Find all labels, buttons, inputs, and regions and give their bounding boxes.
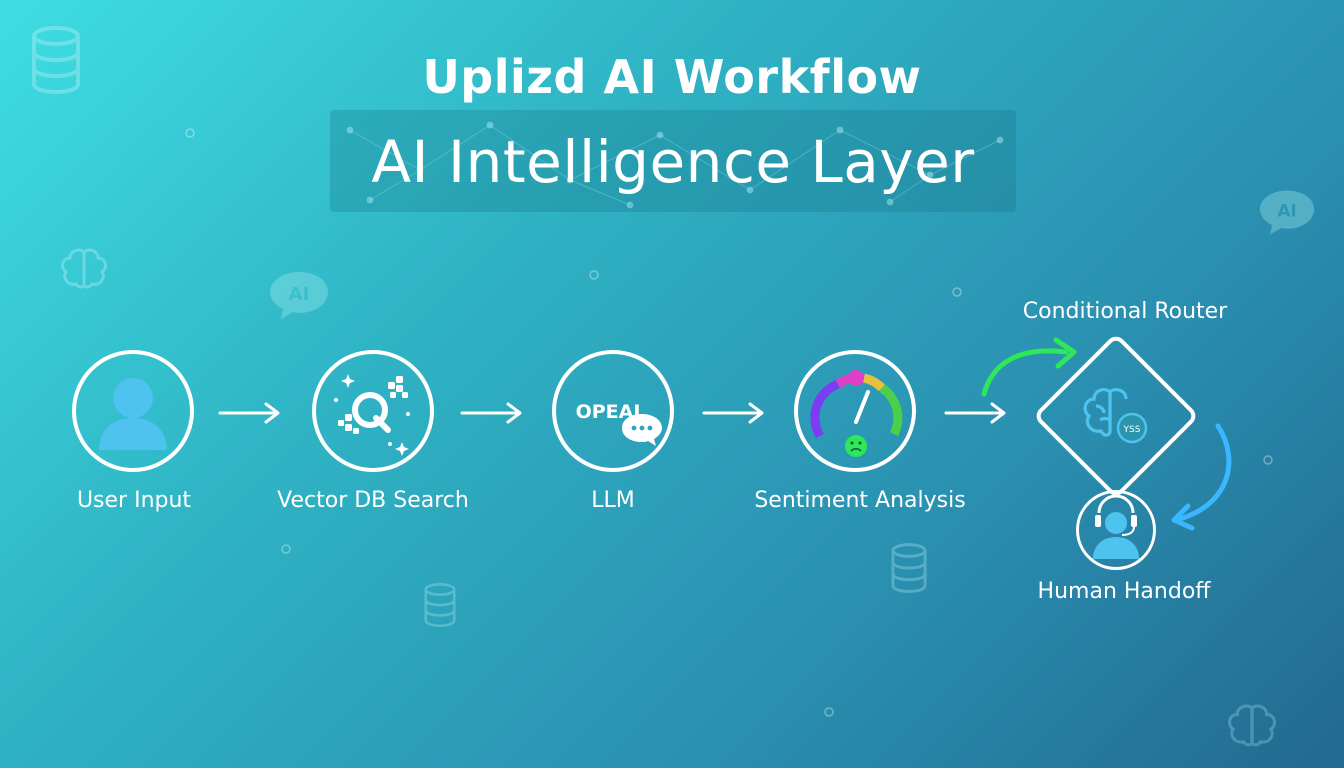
page-title: Uplizd AI Workflow: [422, 50, 922, 104]
flow-arrow: [460, 401, 526, 425]
brain-icon: [1224, 704, 1280, 752]
ai-chat-badge-icon: AI: [268, 270, 330, 324]
support-agent-icon: [1093, 494, 1139, 559]
user-icon: [99, 378, 167, 450]
vector-db-search-label: Vector DB Search: [277, 488, 469, 513]
conditional-router-label: Conditional Router: [1022, 299, 1228, 324]
green-route-arrow: [981, 337, 1077, 397]
subtitle-banner: AI Intelligence Layer: [330, 110, 1016, 212]
openai-chat-icon: OPEAI: [576, 401, 662, 446]
flow-arrow: [702, 401, 768, 425]
user-input-label: User Input: [76, 488, 192, 513]
llm-node[interactable]: OPEAI: [552, 350, 674, 472]
vector-db-search-node[interactable]: [312, 350, 434, 472]
network-pattern: [346, 121, 1004, 209]
human-handoff-node[interactable]: [1076, 490, 1156, 570]
router-icon-text: YSS: [1123, 425, 1141, 435]
database-icon: [30, 26, 82, 98]
human-handoff-label: Human Handoff: [1037, 579, 1211, 604]
ai-badge-text: AI: [1277, 201, 1296, 221]
database-icon: [423, 583, 457, 631]
blue-route-arrow: [1171, 423, 1232, 531]
search-q-icon: [334, 374, 410, 456]
page-subtitle: AI Intelligence Layer: [371, 128, 975, 196]
brain-icon: YSS: [1083, 388, 1148, 444]
user-input-node[interactable]: [72, 350, 194, 472]
brain-icon: [58, 248, 110, 294]
ai-badge-text: AI: [289, 284, 310, 305]
database-icon: [890, 543, 928, 597]
sentiment-analysis-node[interactable]: [794, 350, 916, 472]
sentiment-gauge-icon: [810, 370, 903, 457]
llm-label: LLM: [591, 488, 635, 513]
flow-arrow: [944, 401, 1010, 425]
flow-arrow: [218, 401, 284, 425]
openai-icon-text: OPEAI: [576, 401, 641, 423]
ai-chat-badge-icon: AI: [1258, 188, 1316, 240]
sentiment-analysis-label: Sentiment Analysis: [754, 488, 966, 513]
